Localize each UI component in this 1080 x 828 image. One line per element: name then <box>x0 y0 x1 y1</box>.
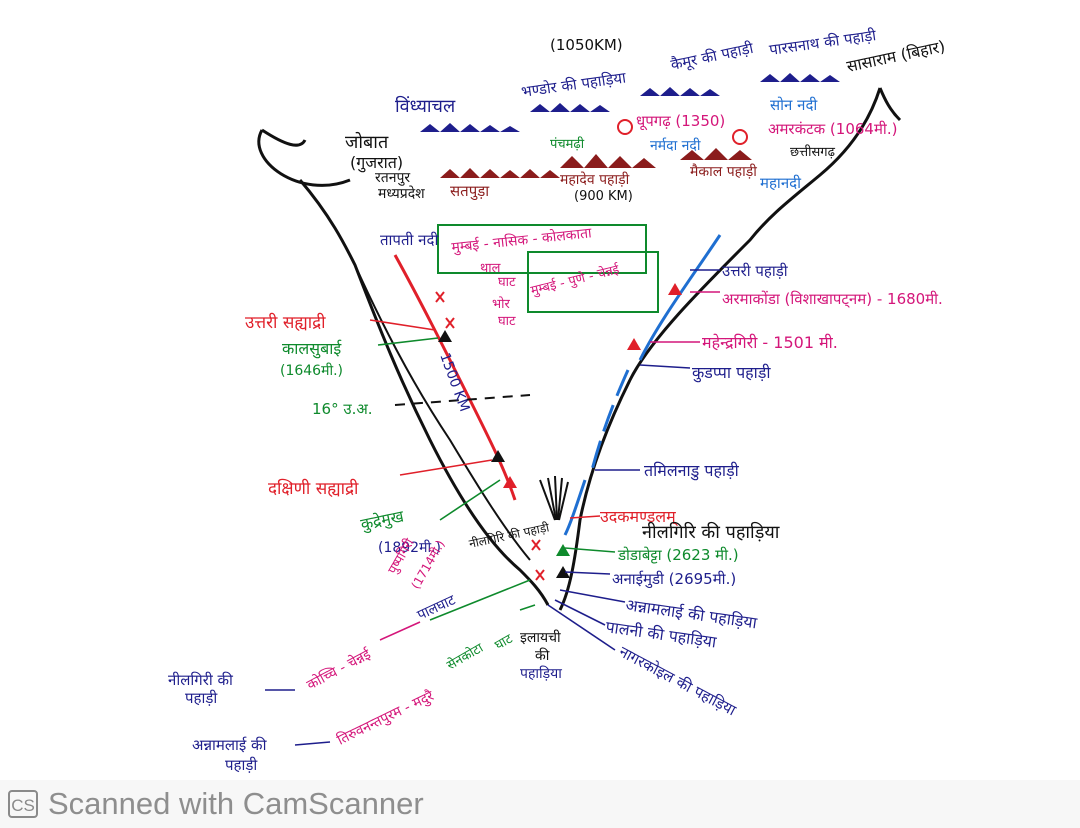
latitude-16-label: 16° उ.अ. <box>312 400 373 418</box>
maikal-range-shape <box>680 148 752 160</box>
mahanadi-label: महानदी <box>760 174 802 192</box>
pass-marks <box>435 291 545 581</box>
mahadev-range-shape <box>560 154 656 168</box>
scanner-footer: CS Scanned with CamScanner <box>0 780 1080 828</box>
cardamom-ki-label: की <box>535 647 550 664</box>
bhander-label: भण्डोर की पहाड़िया <box>520 68 628 101</box>
eastern-ghats-blue-line-2 <box>590 369 630 471</box>
coast-gujarat-curve <box>257 128 351 187</box>
inner-coast-line <box>354 264 531 561</box>
palghat-label: पालघाट <box>415 592 459 624</box>
scanner-watermark-text: Scanned with CamScanner <box>48 786 424 821</box>
cuddapah-label: कुडप्पा पहाड़ी <box>692 363 771 383</box>
anaimudi-label: अनाईमुडी (2695मी.) <box>612 570 736 589</box>
tamilnadu-hills-label: तमिलनाडु पहाड़ी <box>644 461 740 481</box>
south-sahyadri-peak-marker <box>491 450 505 462</box>
mahendragiri-label: महेन्द्रगिरी - 1501 मी. <box>702 333 838 352</box>
mahadev-length-label: (900 KM) <box>574 189 633 204</box>
jobat-label: जोबात <box>345 131 389 153</box>
label-arrows <box>265 269 720 746</box>
armakonda-label: अरमाकोंडा (विशाखापट्नम) - 1680मी. <box>722 290 943 308</box>
trivandrum-madurai-label: तिरुवनन्तपुरम - मदुरै <box>334 687 437 749</box>
kudremukh-height-label: (1892मी.) <box>378 539 441 556</box>
dhupgarh-marker <box>617 119 633 135</box>
hand-drawn-map-sheet: (1050KM) विंध्याचल भण्डोर की पहाड़िया कै… <box>168 25 947 774</box>
gujarat-label: (गुजरात) <box>350 153 403 173</box>
dhupgarh-label: धूपगढ़ (1350) <box>636 112 725 131</box>
bhor-ghat-label: घाट <box>498 314 516 329</box>
route-mumbai-pune-chennai: मुम्बई - पुणे - चेन्नई <box>529 261 622 299</box>
west-coast-outline <box>298 179 550 606</box>
annamalai-left-label-2: पहाड़ी <box>225 756 258 774</box>
shencotta-label: सेनकोटा <box>444 640 487 674</box>
nilgiri-hills-label: नीलगिरि की पहाड़िया <box>642 521 780 543</box>
cardamom-hills-label: पहाड़िया <box>520 665 562 682</box>
nagercoil-hills-label: नागरकोइल की पहाड़िया <box>616 643 740 720</box>
panchmarhi-label: पंचमढ़ी <box>550 136 585 152</box>
doddabetta-label: डोडाबेट्टा (2623 मी.) <box>617 546 739 564</box>
mahadev-label: महादेव पहाड़ी <box>560 171 630 188</box>
latitude-16-line <box>394 394 531 406</box>
length-1500-label: 1500 KM <box>436 351 472 414</box>
kudremukh-peak-marker <box>503 476 517 488</box>
chhattisgarh-label: छत्तीसगढ़ <box>790 144 836 160</box>
tapti-label: तापती नदी <box>380 231 439 249</box>
vindhyachal-label: विंध्याचल <box>395 95 456 117</box>
vindhya-range-shape <box>420 123 520 132</box>
nilgiri-left-label-2: पहाड़ी <box>185 689 218 707</box>
east-coast-tip <box>878 87 902 122</box>
cardamom-label: इलायची <box>520 629 561 646</box>
narmada-label: नर्मदा नदी <box>650 137 701 154</box>
south-sahyadri-label: दक्षिणी सह्याद्री <box>268 478 359 499</box>
nilgiri-knot-lines <box>539 475 569 521</box>
kochi-chennai-label: कोच्चि - चेन्नई <box>304 645 375 693</box>
kaimur-label: कैमूर की पहाड़ी <box>669 39 756 75</box>
ratnapur-label: रतनपुर <box>375 170 410 186</box>
bhor-label: भोर <box>492 296 511 312</box>
madhyapradesh-label: मध्यप्रदेश <box>378 185 425 202</box>
route-box-1 <box>437 224 647 274</box>
east-coast-outline <box>558 87 882 611</box>
annamalai-left-label: अन्नामलाई की <box>192 736 268 754</box>
amarkantak-label: अमरकंटक (1064मी.) <box>768 120 897 138</box>
vindhya-length-label: (1050KM) <box>550 36 623 54</box>
kudremukh-label: कुद्रेमुख <box>359 506 407 535</box>
amarkantak-marker <box>732 129 748 145</box>
udhagamandalam-label: उदकमण्डलम् <box>600 507 679 527</box>
kalsubai-peak-marker <box>438 330 452 342</box>
doddabetta-peak-marker <box>556 544 570 556</box>
india-mountain-ranges-sketch: (1050KM) विंध्याचल भण्डोर की पहाड़िया कै… <box>168 26 947 774</box>
armakonda-peak-marker <box>668 283 682 295</box>
kalsubai-label: कालसुबाई <box>282 339 342 359</box>
eastern-ghats-blue-line-3 <box>563 479 587 536</box>
kalsubai-height-label: (1646मी.) <box>280 362 343 379</box>
satpura-label: सतपुड़ा <box>450 182 490 201</box>
camscanner-logo-icon: CS <box>8 790 38 818</box>
mahendragiri-peak-marker <box>627 338 641 350</box>
son-river-label: सोन नदी <box>770 96 818 114</box>
kaimur-range-shape <box>640 87 720 96</box>
maikal-label: मैकाल पहाड़ी <box>690 163 757 180</box>
satpura-range-shape <box>440 168 560 178</box>
thal-label: थाल <box>480 261 501 276</box>
eastern-ghats-blue-line <box>638 234 722 361</box>
bhander-range-shape <box>530 103 610 112</box>
nilgiri-left-label: नीलगिरी की <box>168 671 234 689</box>
north-eastern-hills-label: उत्तरी पहाड़ी <box>722 262 789 280</box>
parasnath-range-shape <box>760 73 840 82</box>
anaimudi-peak-marker <box>556 566 570 578</box>
shencotta-ghat-label: घाट <box>493 631 516 653</box>
thal-ghat-label: घाट <box>498 275 516 290</box>
route-box-2 <box>527 251 659 313</box>
north-sahyadri-label: उत्तरी सह्याद्री <box>245 312 326 333</box>
